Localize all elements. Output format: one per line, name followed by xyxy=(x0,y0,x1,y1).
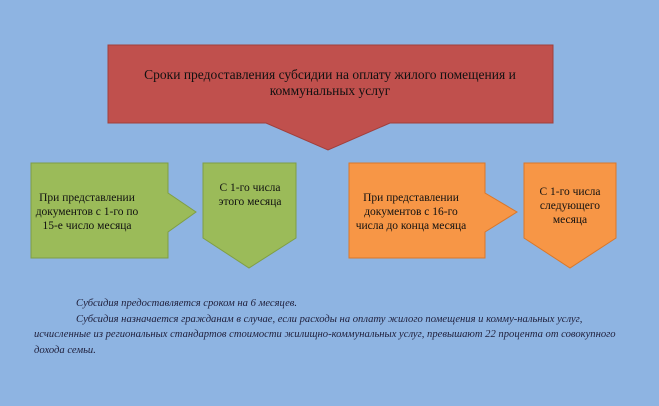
note-condition: Субсидия назначается гражданам в случае,… xyxy=(34,313,616,357)
note-duration: Субсидия предоставляется сроком на 6 мес… xyxy=(76,298,298,309)
note-condition-wrap: Субсидия назначается гражданам в случае,… xyxy=(34,312,620,359)
left-result-chevron xyxy=(202,162,297,269)
diagram-title: Сроки предоставления субсидии на оплату … xyxy=(144,66,516,98)
left-result-text: С 1-го числа этого месяца xyxy=(218,181,282,208)
right-result-chevron xyxy=(523,162,617,269)
left-condition-arrow xyxy=(30,162,197,259)
right-result-text: С 1-го числа следующего месяца xyxy=(539,185,601,226)
right-condition-text: При представлении документов с 16-го чис… xyxy=(355,191,467,232)
left-condition-text: При представлении документов с 1-го по 1… xyxy=(35,191,139,232)
right-condition-arrow xyxy=(348,162,518,259)
title-down-arrow xyxy=(107,44,554,151)
note-block: Субсидия предоставляется сроком на 6 мес… xyxy=(34,296,620,359)
